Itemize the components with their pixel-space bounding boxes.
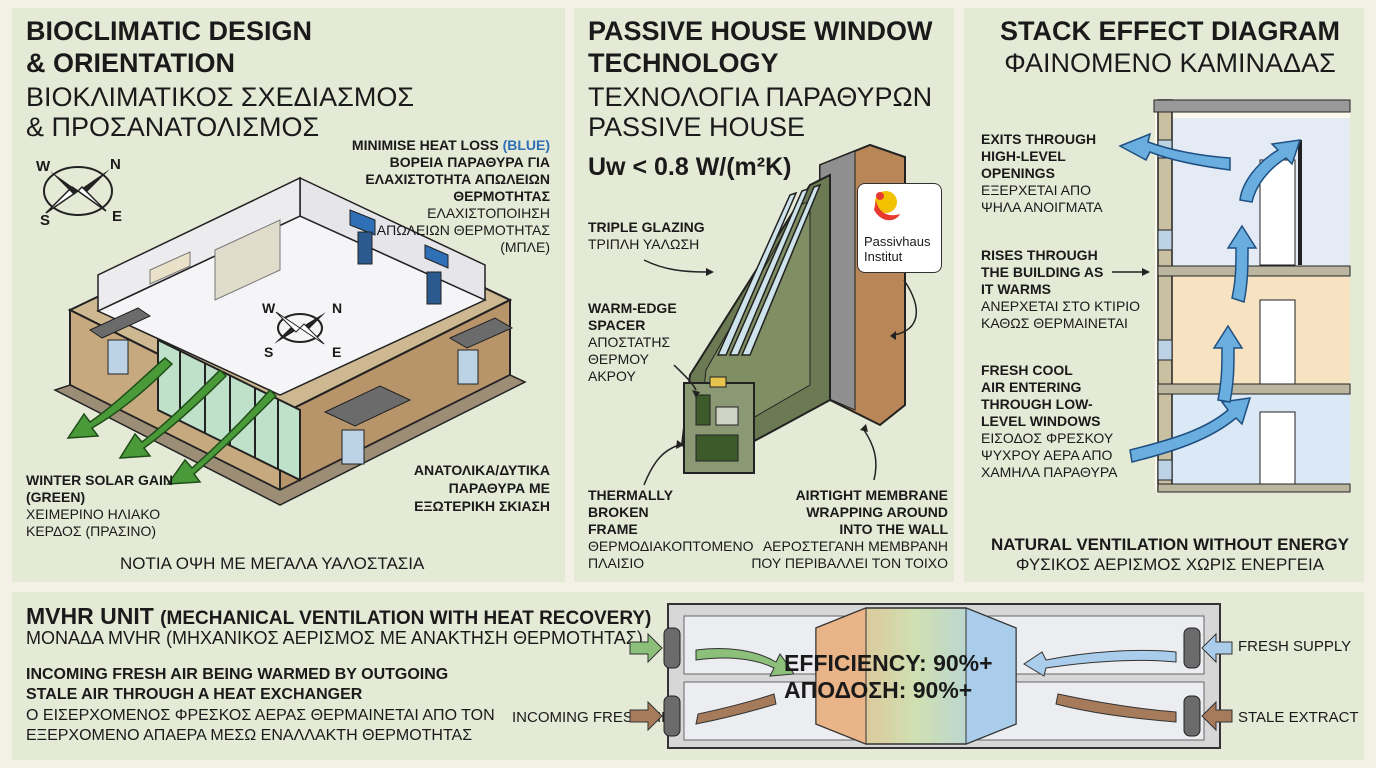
fresh-en-2: AIR ENTERING <box>981 379 1082 395</box>
solar-gain-en-1: WINTER SOLAR GAIN <box>26 472 173 488</box>
compass-e-label: E <box>112 208 123 225</box>
logo-line-1: Passivhaus <box>864 234 931 249</box>
mvhr-title-gr: ΜΟΝΑΔΑ MVHR (ΜΗΧΑΝΙΚΟΣ ΑΕΡΙΣΜΟΣ ΜΕ ΑΝΑΚΤ… <box>26 628 643 648</box>
mvhr-desc-en-2: STALE AIR THROUGH A HEAT EXCHANGER <box>26 686 363 703</box>
heat-loss-gr-3: ΘΕΡΜΟΤΗΤΑΣ <box>453 188 550 204</box>
fresh-gr-3: ΧΑΜΗΛΑ ΠΑΡΑΘΥΡΑ <box>981 464 1118 480</box>
spacer-en-1: WARM-EDGE <box>588 300 677 316</box>
panel3-footer-gr: ΦΥΣΙΚΟΣ ΑΕΡΙΣΜΟΣ ΧΩΡΙΣ ΕΝΕΡΓΕΙΑ <box>1015 555 1325 574</box>
mvhr-title: MVHR UNIT (MECHANICAL VENTILATION WITH H… <box>26 603 652 629</box>
panel1-title-gr-1: ΒΙΟΚΛΙΜΑΤΙΚΟΣ ΣΧΕΔΙΑΣΜΟΣ <box>26 82 415 112</box>
fresh-gr-1: ΕΙΣΟΔΟΣ ΦΡΕΣΚΟΥ <box>981 430 1114 446</box>
inner-compass-s: S <box>264 344 274 360</box>
mvhr-stale-extract-label: STALE EXTRACT <box>1238 709 1359 726</box>
mvhr-efficiency-gr: ΑΠΟΔΟΣΗ: 90%+ <box>784 677 973 703</box>
rises-en-1: RISES THROUGH <box>981 247 1098 263</box>
membrane-en-2: WRAPPING AROUND <box>806 504 948 520</box>
rises-pointer-arrow <box>1112 268 1150 276</box>
inner-compass-n: N <box>332 300 343 316</box>
rises-gr-1: ΑΝΕΡΧΕΤΑΙ ΣΤΟ ΚΤΙΡΙΟ <box>981 298 1141 314</box>
mvhr-efficiency-en: EFFICIENCY: 90%+ <box>784 650 993 676</box>
membrane-en-3: INTO THE WALL <box>839 521 948 537</box>
frame-gr-2: ΠΛΑΙΣΙΟ <box>588 555 645 571</box>
mvhr-desc-gr-2: ΕΞΕΡΧΟΜΕΝΟ ΑΠΑΕΡΑ ΜΕΣΩ ΕΝΑΛΛΑΚΤΗ ΘΕΡΜΟΤΗ… <box>26 727 473 744</box>
compass-s-label: S <box>40 212 51 229</box>
frame-en-3: FRAME <box>588 521 638 537</box>
inner-compass-w: W <box>262 300 276 316</box>
rises-gr-2: ΚΑΘΩΣ ΘΕΡΜΑΙΝΕΤΑΙ <box>981 315 1128 331</box>
south-facade-caption: ΝΟΤΙΑ ΟΨΗ ΜΕ ΜΕΓΑΛΑ ΥΑΛΟΣΤΑΣΙΑ <box>120 554 425 573</box>
exits-gr-1: ΕΞΕΡΧΕΤΑΙ ΑΠΟ <box>981 182 1091 198</box>
solar-gain-gr-1: ΧΕΙΜΕΡΙΝΟ ΗΛΙΑΚΟ <box>26 506 161 522</box>
building-section-illustration <box>1153 99 1351 493</box>
frame-en-1: THERMALLY <box>588 487 674 503</box>
mvhr-desc-gr-1: Ο ΕΙΣΕΡΧΟΜΕΝΟΣ ΦΡΕΣΚΟΣ ΑΕΡΑΣ ΘΕΡΜΑΙΝΕΤΑΙ… <box>26 707 495 724</box>
spacer-gr-1: ΑΠΟΣΤΑΤΗΣ <box>588 334 671 350</box>
frame-en-2: BROKEN <box>588 504 649 520</box>
logo-line-2: Institut <box>864 249 903 264</box>
spacer-gr-3: ΑΚΡΟΥ <box>588 368 636 384</box>
heat-loss-en: MINIMISE HEAT LOSS (BLUE) <box>351 137 550 153</box>
solar-gain-gr-2: ΚΕΡΔΟΣ (ΠΡΑΣΙΝΟ) <box>26 523 157 539</box>
mvhr-desc-en-1: INCOMING FRESH AIR BEING WARMED BY OUTGO… <box>26 666 449 683</box>
exits-en-2: HIGH-LEVEL <box>981 148 1066 164</box>
passivhaus-symbol-icon <box>874 191 900 221</box>
mvhr-unit-illustration <box>667 603 1221 749</box>
u-value: Uw < 0.8 W/(m²K) <box>588 153 792 181</box>
compass-icon <box>43 166 113 216</box>
frame-gr-1: ΘΕΡΜΟΔΙΑΚΟΠΤΟΜΕΝΟ <box>588 538 754 554</box>
panel2-title-gr-1: ΤΕΧΝΟΛΟΓΙΑ ΠΑΡΑΘΥΡΩΝ <box>588 82 933 112</box>
heat-loss-gr-5: ΑΠΩΛΕΙΩΝ ΘΕΡΜΟΤΗΤΑΣ <box>376 222 550 238</box>
solar-gain-arrows <box>66 357 278 485</box>
stack-airflow-arrows <box>1118 132 1302 463</box>
heat-loss-gr-6: (ΜΠΛΕ) <box>500 239 550 255</box>
panel2-title-en-2: TECHNOLOGY <box>588 48 779 78</box>
panel1-title-en-1: BIOCLIMATIC DESIGN <box>26 16 312 46</box>
membrane-en-1: AIRTIGHT MEMBRANE <box>795 487 948 503</box>
window-section-illustration <box>680 143 906 474</box>
panel2-title-en-1: PASSIVE HOUSE WINDOW <box>588 16 933 46</box>
passivhaus-logo: Passivhaus Institut <box>857 183 942 273</box>
panel3-footer-en: NATURAL VENTILATION WITHOUT ENERGY <box>991 535 1349 554</box>
exits-gr-2: ΨΗΛΑ ΑΝΟΙΓΜΑΤΑ <box>981 199 1103 215</box>
exits-en-1: EXITS THROUGH <box>981 131 1097 147</box>
inner-compass-e: E <box>332 344 342 360</box>
panel1-title-gr-2: & ΠΡΟΣΑΝΑΤΟΛΙΣΜΟΣ <box>26 112 320 142</box>
east-west-2: ΠΑΡΑΘΥΡΑ ΜΕ <box>448 480 550 496</box>
spacer-en-2: SPACER <box>588 317 646 333</box>
fresh-en-3: THROUGH LOW- <box>981 396 1093 412</box>
exits-en-3: OPENINGS <box>981 165 1055 181</box>
mvhr-port-arrows <box>629 627 1233 737</box>
rises-en-3: IT WARMS <box>981 281 1051 297</box>
triple-glazing-gr: ΤΡΙΠΛΗ ΥΑΛΩΣΗ <box>588 236 700 252</box>
mvhr-fresh-supply-label: FRESH SUPPLY <box>1238 638 1352 655</box>
window-callout-arrows <box>643 259 918 486</box>
fresh-en-1: FRESH COOL <box>981 362 1073 378</box>
panel1-title-en-2: & ORIENTATION <box>26 48 235 78</box>
rises-en-2: THE BUILDING AS <box>981 264 1104 280</box>
fresh-en-4: LEVEL WINDOWS <box>981 413 1101 429</box>
house-illustration <box>53 176 527 506</box>
panel3-title-en: STACK EFFECT DIAGRAM <box>1000 16 1340 46</box>
compass-w-label: W <box>36 158 51 175</box>
fresh-gr-2: ΨΥΧΡΟΥ ΑΕΡΑ ΑΠΟ <box>981 447 1113 463</box>
heat-loss-gr-2: ΕΛΑΧΙΣΤΟΤΗΤΑ ΑΠΩΛΕΙΩΝ <box>365 171 550 187</box>
spacer-gr-2: ΘΕΡΜΟΥ <box>588 351 650 367</box>
membrane-gr-1: ΑΕΡΟΣΤΕΓΑΝΗ ΜΕΜΒΡΑΝΗ <box>762 538 948 554</box>
compass-n-label: N <box>110 156 121 173</box>
heat-loss-gr-1: ΒΟΡΕΙΑ ΠΑΡΑΘΥΡΑ ΓΙΑ <box>389 154 550 170</box>
panel3-title-gr: ΦΑΙΝΟΜΕΝΟ ΚΑΜΙΝΑΔΑΣ <box>1004 48 1336 78</box>
east-west-1: ΑΝΑΤΟΛΙΚΑ/ΔΥΤΙΚΑ <box>413 462 550 478</box>
heat-loss-gr-4: ΕΛΑΧΙΣΤΟΠΟΙΗΣΗ <box>427 205 550 221</box>
membrane-gr-2: ΠΟΥ ΠΕΡΙΒΑΛΛΕΙ ΤΟΝ ΤΟΙΧΟ <box>751 555 948 571</box>
solar-gain-en-2: (GREEN) <box>26 489 86 505</box>
panel2-title-gr-2: PASSIVE HOUSE <box>588 112 806 142</box>
triple-glazing-en: TRIPLE GLAZING <box>588 219 705 235</box>
east-west-3: ΕΞΩΤΕΡΙΚΗ ΣΚΙΑΣΗ <box>414 498 550 514</box>
